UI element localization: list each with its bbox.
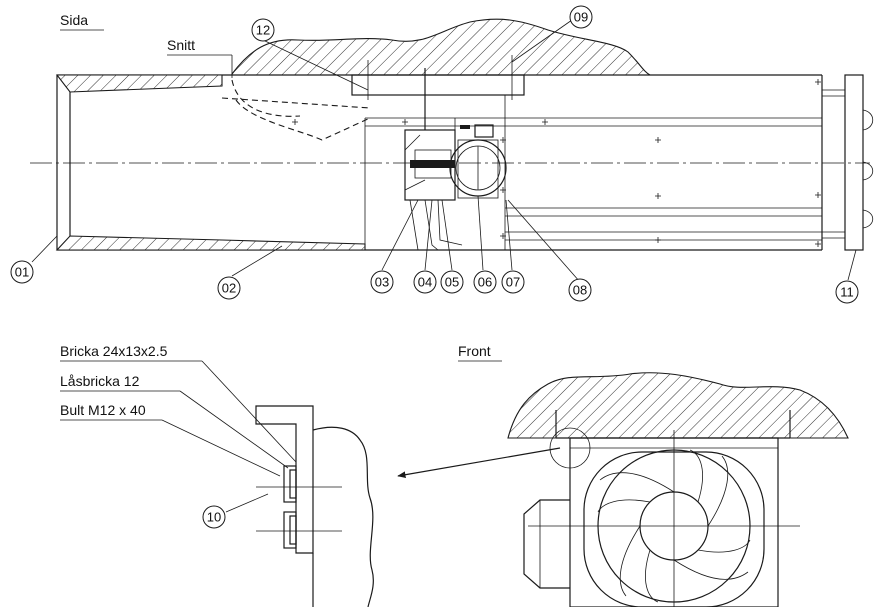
svg-text:11: 11: [840, 285, 854, 300]
svg-text:12: 12: [256, 23, 270, 38]
washer-label: Bricka 24x13x2.5: [60, 343, 168, 359]
svg-text:10: 10: [207, 510, 221, 525]
callout-03: 03: [370, 270, 394, 294]
callout-12: 12: [251, 18, 275, 42]
svg-text:07: 07: [506, 275, 520, 290]
callout-05: 05: [440, 270, 464, 294]
bolt-label: Bult M12 x 40: [60, 402, 146, 418]
front-view-label: Front: [458, 343, 491, 359]
svg-text:08: 08: [573, 283, 587, 298]
svg-text:01: 01: [15, 265, 29, 280]
svg-text:09: 09: [574, 10, 588, 25]
callout-06: 06: [473, 270, 497, 294]
front-view: Front: [458, 343, 849, 607]
callout-09: 09: [569, 5, 593, 29]
callout-01: 01: [10, 260, 34, 284]
lock-washer-label: Låsbricka 12: [60, 373, 140, 389]
callout-02: 02: [217, 276, 241, 300]
svg-text:03: 03: [375, 275, 389, 290]
svg-text:04: 04: [418, 275, 432, 290]
side-view-label: Sida: [60, 12, 88, 28]
callout-11: 11: [835, 280, 859, 304]
inlet-cone-top: [55, 74, 223, 93]
svg-text:02: 02: [222, 281, 236, 296]
bolt-detail: Bricka 24x13x2.5 Låsbricka 12 Bult M12 x…: [60, 343, 561, 607]
svg-text:05: 05: [445, 275, 459, 290]
callout-07: 07: [501, 270, 525, 294]
ceiling-section: [231, 18, 651, 76]
callout-10: 10: [202, 505, 226, 529]
svg-text:06: 06: [478, 275, 492, 290]
section-view-label: Snitt: [167, 37, 195, 53]
inlet-cone-bottom: [55, 235, 366, 251]
callout-04: 04: [413, 270, 437, 294]
callout-08: 08: [568, 278, 592, 302]
front-ceiling-section: [507, 372, 849, 439]
side-view: Sida Snitt: [10, 5, 874, 304]
